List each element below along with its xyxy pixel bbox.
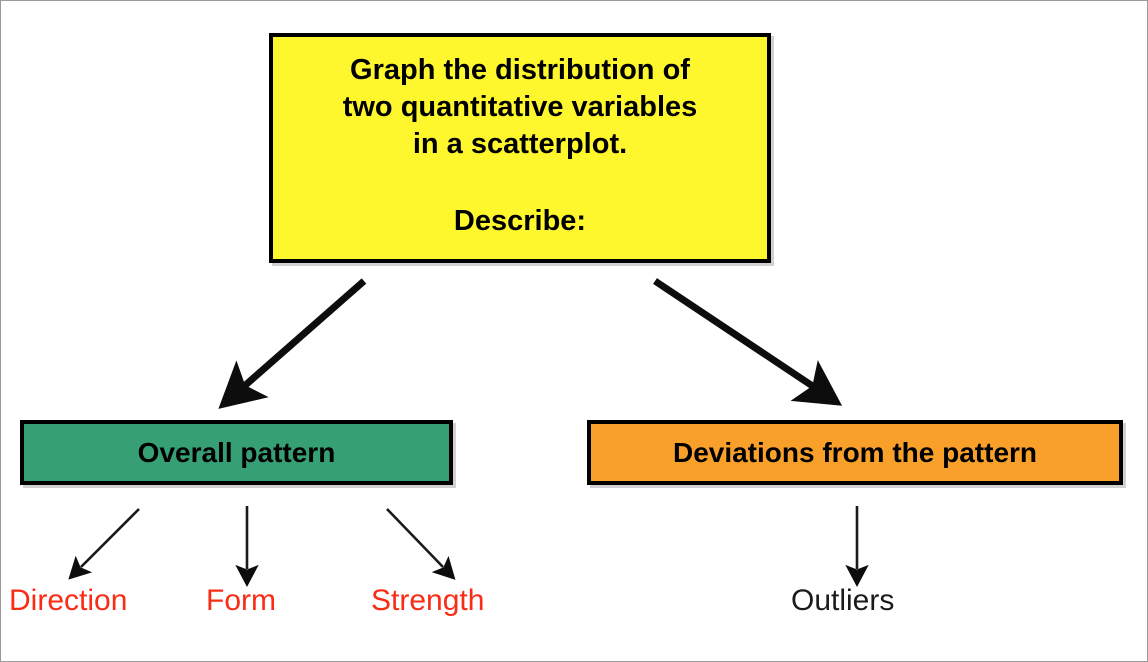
arrow-root-to-deviations [653, 278, 843, 406]
node-root-line-3: in a scatterplot. [412, 128, 628, 160]
arrow-overall-to-direction [68, 508, 140, 580]
node-overall-pattern-label: Overall pattern [137, 436, 336, 468]
node-root-subhead: Describe: [453, 204, 587, 237]
leaf-form: Form [206, 584, 276, 617]
arrow-overall-to-strength [386, 508, 456, 580]
node-root-headline: Graph the distribution of two quantitati… [343, 52, 698, 162]
node-root-line-2: two quantitative variables [342, 91, 698, 124]
node-root-task: Graph the distribution of two quantitati… [269, 33, 771, 263]
arrow-root-to-overall [218, 278, 367, 409]
node-deviations-label: Deviations from the pattern [672, 436, 1038, 468]
leaf-direction: Direction [9, 584, 128, 617]
node-overall-pattern: Overall pattern [20, 420, 453, 485]
node-root-line-1: Graph the distribution of [350, 54, 690, 87]
node-deviations: Deviations from the pattern [587, 420, 1123, 485]
leaf-strength: Strength [371, 584, 485, 617]
leaf-outliers: Outliers [791, 584, 895, 617]
